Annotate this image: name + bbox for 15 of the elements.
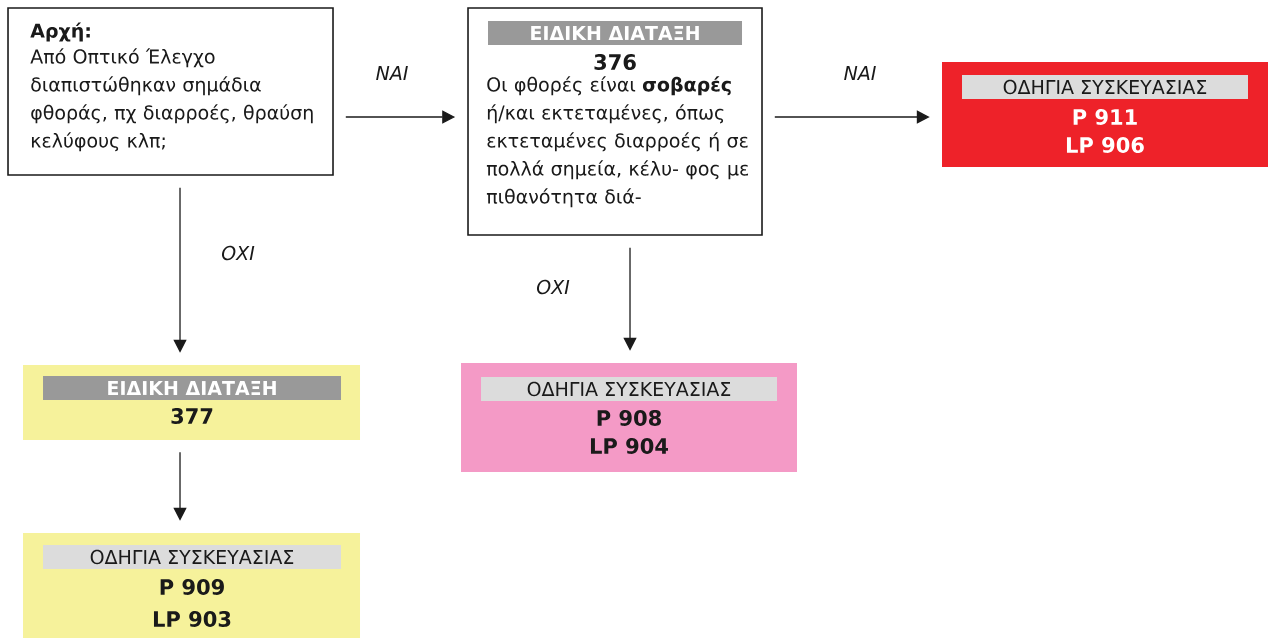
edge-label: ΝΑΙ (844, 66, 876, 80)
decision-box: ΕΙΔΙΚΗ ΔΙΑΤΑΞΗ 376 Οι φθορές είναι σοβαρές ή/και εκτεταμένες, όπως εκτεταμένες διαρροές ή σε πολλά σημεία, κέλυ- φος με πιθανότητα διά- (467, 7, 763, 236)
heading-bar: ΟΔΗΓΙΑ ΣΥΣΚΕΥΑΣΙΑΣ (43, 545, 341, 569)
result-box: ΟΔΗΓΙΑ ΣΥΣΚΕΥΑΣΙΑΣ P 909 LP 903 (23, 533, 360, 638)
decision-box: Αρχή: Από Οπτικό Έλεγχο διαπιστώθηκαν σημάδια φθοράς, πχ διαρροές, θραύση κελύφους κλπ; (7, 7, 334, 176)
edge-label: ΝΑΙ (376, 66, 408, 80)
heading-bar: ΟΔΗΓΙΑ ΣΥΣΚΕΥΑΣΙΑΣ (962, 75, 1248, 99)
edge-label: ΟΧΙ (537, 279, 570, 295)
heading-bar: ΕΙΔΙΚΗ ΔΙΑΤΑΞΗ (488, 21, 742, 45)
result-box: ΕΙΔΙΚΗ ΔΙΑΤΑΞΗ 377 (23, 365, 360, 440)
edge-label: ΟΧΙ (222, 245, 255, 261)
result-box: ΟΔΗΓΙΑ ΣΥΣΚΕΥΑΣΙΑΣ P 911 LP 906 (942, 62, 1268, 167)
heading-bar: ΕΙΔΙΚΗ ΔΙΑΤΑΞΗ (43, 376, 341, 400)
result-box: ΟΔΗΓΙΑ ΣΥΣΚΕΥΑΣΙΑΣ P 908 LP 904 (461, 363, 797, 472)
heading-bar: ΟΔΗΓΙΑ ΣΥΣΚΕΥΑΣΙΑΣ (481, 377, 777, 401)
